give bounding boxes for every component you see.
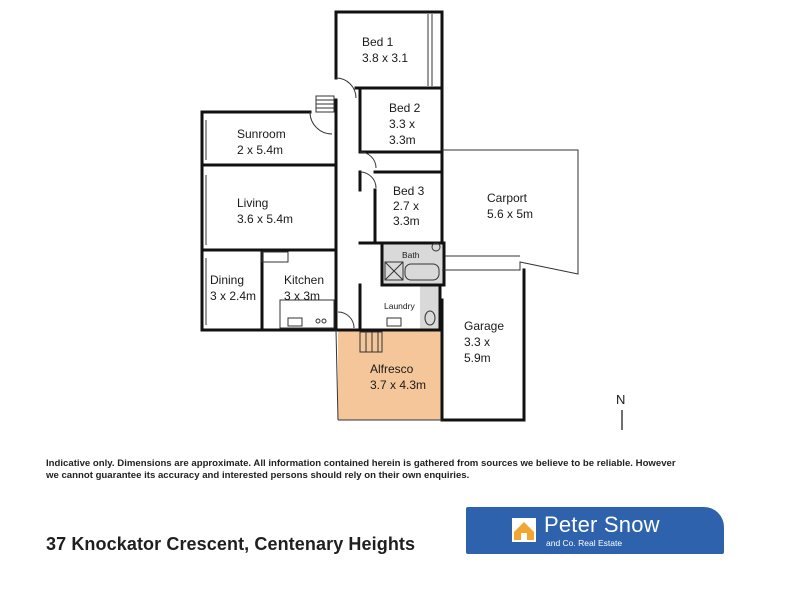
- room-dims-bed3-line2: 3.3m: [393, 214, 420, 228]
- room-label-kitchen: Kitchen: [284, 273, 324, 287]
- disclaimer: Indicative only. Dimensions are approxim…: [46, 458, 746, 482]
- house-icon: [512, 518, 536, 542]
- room-dims-bed3-line1: 2.7 x: [393, 199, 419, 213]
- disclaimer-line-2: we cannot guarantee its accuracy and int…: [46, 470, 470, 481]
- room-label-bath: Bath: [402, 250, 420, 260]
- room-label-living: Living: [237, 196, 268, 210]
- room-label-bed2: Bed 2: [389, 101, 421, 115]
- room-dims-bed1: 3.8 x 3.1: [362, 51, 408, 65]
- room-label-laundry: Laundry: [384, 301, 415, 311]
- walls: [200, 10, 526, 422]
- room-dims-alfresco: 3.7 x 4.3m: [370, 378, 426, 392]
- room-dims-living: 3.6 x 5.4m: [237, 212, 293, 226]
- room-label-bed3: Bed 3: [393, 184, 425, 198]
- disclaimer-line-1: Indicative only. Dimensions are approxim…: [46, 458, 676, 469]
- room-dims-kitchen: 3 x 3m: [284, 289, 320, 303]
- room-dims-sunroom: 2 x 5.4m: [237, 143, 283, 157]
- room-label-dining: Dining: [210, 273, 244, 287]
- thin-lines: [205, 14, 579, 421]
- room-dims-dining: 3 x 2.4m: [210, 289, 256, 303]
- room-label-alfresco: Alfresco: [370, 362, 414, 376]
- room-dims-garage-line2: 5.9m: [464, 351, 491, 365]
- north-arrow-icon: N: [616, 392, 625, 430]
- floor-plan: Bed 1 3.8 x 3.1 Bed 2 3.3 x 3.3m Bed 3 2…: [200, 10, 625, 430]
- agency-logo: Peter Snow and Co. Real Estate: [466, 507, 724, 554]
- north-label: N: [616, 392, 625, 407]
- room-dims-carport: 5.6 x 5m: [487, 207, 533, 221]
- logo-name: Peter Snow: [544, 512, 660, 537]
- room-label-garage: Garage: [464, 319, 504, 333]
- room-label-carport: Carport: [487, 191, 528, 205]
- laundry-wet-area: [420, 285, 440, 329]
- room-label-sunroom: Sunroom: [237, 127, 286, 141]
- room-dims-bed2-line2: 3.3m: [389, 133, 416, 147]
- logo-subtitle: and Co. Real Estate: [546, 538, 623, 548]
- room-dims-bed2-line1: 3.3 x: [389, 117, 415, 131]
- property-address: 37 Knockator Crescent, Centenary Heights: [46, 534, 416, 554]
- room-label-bed1: Bed 1: [362, 35, 394, 49]
- alfresco-area: [338, 330, 442, 420]
- room-dims-garage-line1: 3.3 x: [464, 335, 490, 349]
